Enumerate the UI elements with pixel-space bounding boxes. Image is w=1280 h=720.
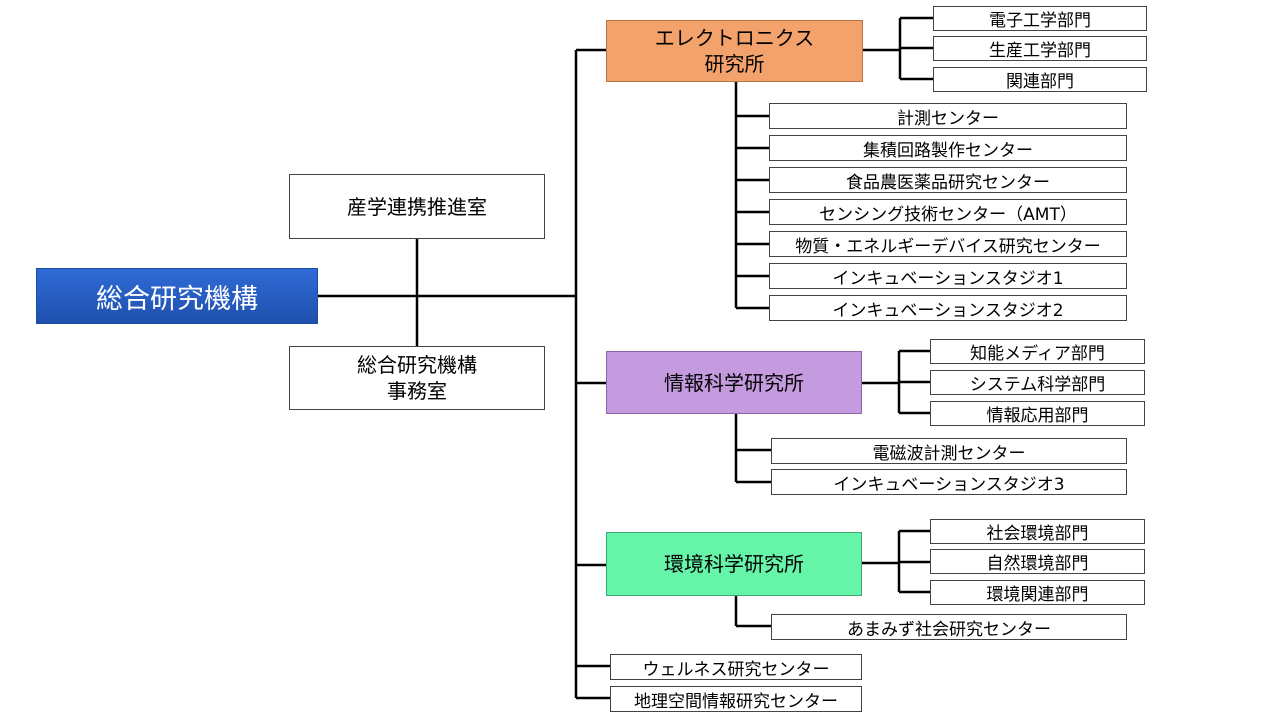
department-label: 情報応用部門	[986, 406, 1089, 426]
direct-center-label: 地理空間情報研究センター	[634, 691, 838, 712]
department-box: 電子工学部門	[933, 6, 1147, 31]
center-label: 食品農医薬品研究センター	[846, 172, 1050, 193]
institute-label: 情報科学研究所	[664, 370, 804, 395]
department-box: 関連部門	[933, 67, 1147, 92]
center-box: 食品農医薬品研究センター	[769, 167, 1127, 193]
department-label: 知能メディア部門	[970, 344, 1105, 364]
department-box: 知能メディア部門	[930, 339, 1145, 364]
department-label: システム科学部門	[969, 375, 1106, 395]
department-label: 関連部門	[1006, 72, 1074, 92]
center-box: あまみず社会研究センター	[771, 614, 1127, 640]
side-office-label-line1: 総合研究機構	[357, 353, 477, 377]
center-box: インキュベーションスタジオ2	[769, 295, 1127, 321]
department-box: 自然環境部門	[930, 549, 1145, 574]
center-box: センシング技術センター（AMT）	[769, 199, 1127, 225]
center-label: インキュベーションスタジオ1	[832, 268, 1064, 289]
institute-label: 環境科学研究所	[664, 552, 804, 576]
center-box: 物質・エネルギーデバイス研究センター	[769, 231, 1127, 257]
center-label: 電磁波計測センター	[872, 443, 1026, 464]
center-label: 計測センター	[897, 108, 999, 129]
institute-environmental-science: 環境科学研究所	[606, 532, 862, 596]
center-label: センシング技術センター（AMT）	[819, 204, 1077, 225]
center-box: インキュベーションスタジオ3	[771, 469, 1127, 495]
center-label: インキュベーションスタジオ3	[833, 474, 1065, 495]
direct-center-label: ウェルネス研究センター	[642, 659, 830, 680]
institute-label-line1: エレクトロニクス	[654, 26, 815, 50]
institute-electronics: エレクトロニクス 研究所	[606, 20, 863, 82]
department-label: 電子工学部門	[989, 11, 1091, 31]
center-label: インキュベーションスタジオ2	[832, 300, 1064, 321]
center-label: 集積回路製作センター	[863, 140, 1033, 161]
department-label: 生産工学部門	[989, 41, 1091, 61]
direct-center-box: 地理空間情報研究センター	[610, 686, 862, 712]
center-box: 電磁波計測センター	[771, 438, 1127, 464]
root-node: 総合研究機構	[36, 268, 318, 324]
department-label: 社会環境部門	[986, 524, 1089, 544]
department-label: 環境関連部門	[986, 585, 1089, 605]
institute-label-line2: 研究所	[704, 52, 765, 76]
department-box: システム科学部門	[930, 370, 1145, 395]
department-box: 情報応用部門	[930, 401, 1145, 426]
side-office-industry-academia: 産学連携推進室	[289, 174, 545, 239]
center-box: 計測センター	[769, 103, 1127, 129]
side-office-label-line2: 事務室	[387, 379, 447, 403]
department-box: 社会環境部門	[930, 519, 1145, 544]
center-label: 物質・エネルギーデバイス研究センター	[795, 236, 1101, 257]
root-label: 総合研究機構	[96, 283, 258, 315]
center-label: あまみず社会研究センター	[847, 619, 1051, 640]
center-box: 集積回路製作センター	[769, 135, 1127, 161]
institute-information-science: 情報科学研究所	[606, 351, 862, 414]
department-label: 自然環境部門	[986, 554, 1089, 574]
direct-center-box: ウェルネス研究センター	[610, 654, 862, 680]
department-box: 環境関連部門	[930, 580, 1145, 605]
side-office-secretariat: 総合研究機構 事務室	[289, 346, 545, 410]
center-box: インキュベーションスタジオ1	[769, 263, 1127, 289]
department-box: 生産工学部門	[933, 36, 1147, 61]
side-office-label: 産学連携推進室	[347, 194, 487, 219]
